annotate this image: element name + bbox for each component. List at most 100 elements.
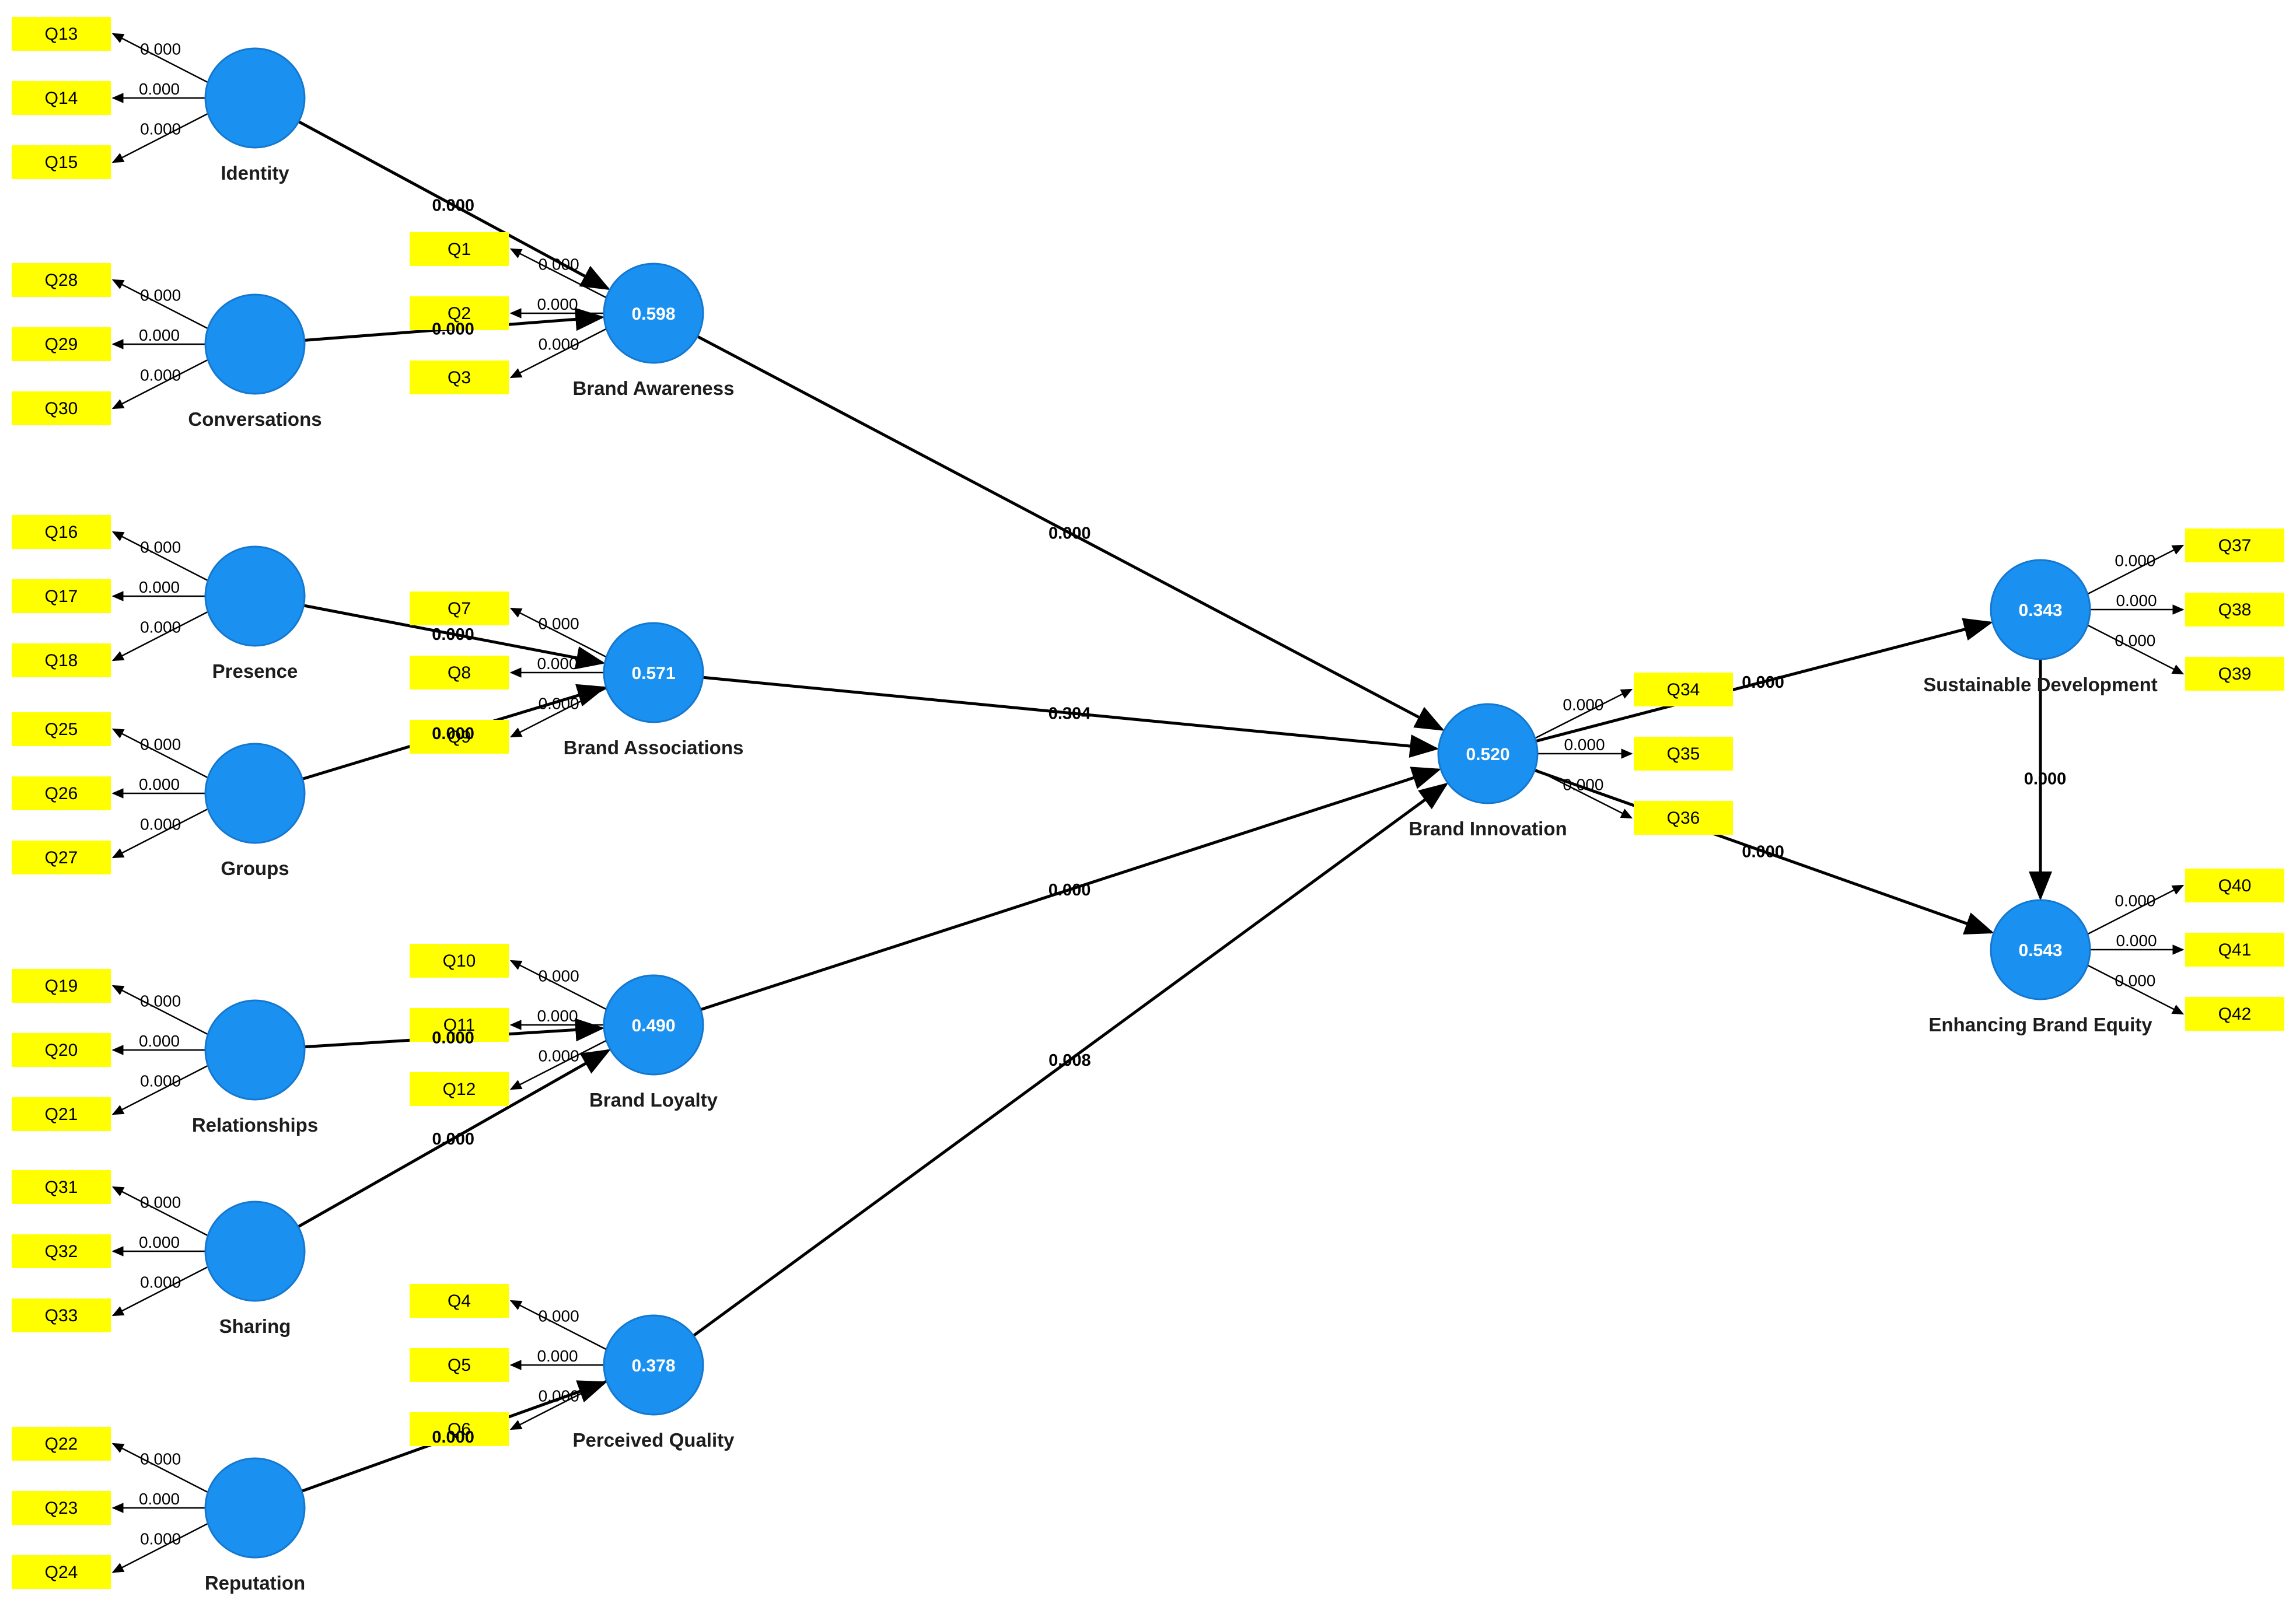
- indicator-box-q41[interactable]: [2185, 933, 2284, 967]
- construct-node-reputation[interactable]: [204, 1457, 306, 1559]
- loading-value-q16: 0.000: [140, 538, 181, 556]
- indicator-box-q40[interactable]: [2185, 869, 2284, 902]
- construct-label-conversations: Conversations: [188, 408, 321, 430]
- loading-value-q9: 0.000: [539, 694, 579, 712]
- indicator-box-q2[interactable]: [410, 296, 509, 330]
- loading-arrow-q4: [509, 1300, 607, 1350]
- construct-node-brand-innovation[interactable]: [1437, 703, 1539, 804]
- indicator-box-q23[interactable]: [12, 1491, 111, 1525]
- indicator-box-q31[interactable]: [12, 1170, 111, 1204]
- indicator-box-q36[interactable]: [1634, 801, 1733, 835]
- indicator-label-q13: Q13: [45, 24, 78, 44]
- loading-arrow-q36: [1535, 768, 1633, 819]
- indicator-label-q22: Q22: [45, 1434, 78, 1454]
- indicator-label-q9: Q9: [448, 727, 471, 747]
- indicator-box-q15[interactable]: [12, 145, 111, 179]
- loading-value-q36: 0.000: [1563, 775, 1603, 793]
- indicator-box-q11[interactable]: [410, 1008, 509, 1042]
- indicator-boxes-layer: Q13Q14Q15Q28Q29Q30Q16Q17Q18Q25Q26Q27Q19Q…: [12, 17, 2284, 1589]
- indicator-box-q24[interactable]: [12, 1555, 111, 1589]
- path-arrow-brand_innovation-to-enhancing_brand_equity[interactable]: [1534, 769, 1994, 935]
- construct-node-sharing[interactable]: [204, 1200, 306, 1302]
- path-arrow-brand_awareness-to-brand_innovation[interactable]: [696, 335, 1445, 731]
- path-arrow-brand_innovation-to-sustainable_development[interactable]: [1535, 618, 1993, 743]
- construct-node-brand-associations[interactable]: [603, 622, 704, 723]
- indicator-box-q1[interactable]: [410, 232, 509, 266]
- indicator-label-q4: Q4: [448, 1292, 471, 1311]
- indicator-box-q9[interactable]: [410, 720, 509, 754]
- indicator-box-q8[interactable]: [410, 656, 509, 690]
- path-arrow-perceived_quality-to-brand_innovation[interactable]: [693, 782, 1449, 1337]
- indicator-box-q29[interactable]: [12, 327, 111, 361]
- construct-label-brand-loyalty: Brand Loyalty: [589, 1089, 718, 1111]
- indicator-box-q32[interactable]: [12, 1234, 111, 1268]
- construct-node-identity[interactable]: [204, 47, 306, 149]
- indicator-box-q4[interactable]: [410, 1284, 509, 1318]
- indicator-box-q10[interactable]: [410, 944, 509, 978]
- indicator-box-q14[interactable]: [12, 81, 111, 115]
- path-arrow-brand_loyalty-to-brand_innovation[interactable]: [700, 766, 1442, 1012]
- construct-node-conversations[interactable]: [204, 293, 306, 395]
- indicator-box-q34[interactable]: [1634, 673, 1733, 706]
- indicator-box-q27[interactable]: [12, 841, 111, 874]
- indicator-box-q17[interactable]: [12, 579, 111, 613]
- loading-arrow-q3: [509, 328, 607, 379]
- indicator-box-q3[interactable]: [410, 360, 509, 394]
- indicator-box-q22[interactable]: [12, 1427, 111, 1461]
- loading-arrow-q25: [111, 728, 208, 779]
- loading-arrow-q21: [111, 1065, 208, 1115]
- loading-value-q30: 0.000: [140, 366, 181, 384]
- loading-arrow-q42: [2087, 964, 2185, 1015]
- indicator-label-q18: Q18: [45, 651, 78, 670]
- path-value-conversations-to-brand_awareness: 0.000: [432, 320, 474, 339]
- indicator-label-q23: Q23: [45, 1499, 78, 1518]
- indicator-box-q7[interactable]: [410, 592, 509, 625]
- indicator-box-q39[interactable]: [2185, 657, 2284, 691]
- path-value-identity-to-brand_awareness: 0.000: [432, 197, 474, 215]
- construct-node-perceived-quality[interactable]: [603, 1314, 704, 1416]
- construct-node-brand-awareness[interactable]: [603, 262, 704, 364]
- path-value-perceived_quality-to-brand_innovation: 0.008: [1049, 1051, 1091, 1070]
- indicator-box-q16[interactable]: [12, 515, 111, 549]
- indicator-box-q30[interactable]: [12, 391, 111, 425]
- indicator-label-q7: Q7: [448, 599, 471, 618]
- indicator-label-q1: Q1: [448, 240, 471, 259]
- loading-arrow-q18: [111, 611, 208, 662]
- indicator-box-q33[interactable]: [12, 1298, 111, 1332]
- indicator-box-q5[interactable]: [410, 1348, 509, 1382]
- construct-node-enhancing-brand-equity[interactable]: [1990, 899, 2091, 1000]
- construct-node-relationships[interactable]: [204, 999, 306, 1101]
- indicator-label-q29: Q29: [45, 335, 78, 354]
- path-arrow-brand_associations-to-brand_innovation[interactable]: [703, 676, 1439, 758]
- indicator-box-q37[interactable]: [2185, 528, 2284, 562]
- indicator-box-q19[interactable]: [12, 969, 111, 1003]
- indicator-box-q28[interactable]: [12, 263, 111, 297]
- indicator-box-q12[interactable]: [410, 1072, 509, 1106]
- indicator-label-q39: Q39: [2218, 664, 2252, 684]
- indicator-box-q18[interactable]: [12, 643, 111, 677]
- construct-node-groups[interactable]: [204, 743, 306, 844]
- indicator-box-q26[interactable]: [12, 776, 111, 810]
- indicator-box-q35[interactable]: [1634, 737, 1733, 771]
- loading-arrow-q28: [111, 279, 208, 330]
- indicator-box-q38[interactable]: [2185, 593, 2284, 626]
- indicator-box-q21[interactable]: [12, 1097, 111, 1131]
- path-value-brand_innovation-to-enhancing_brand_equity: 0.000: [1742, 842, 1784, 861]
- path-arrow-presence-to-brand_associations[interactable]: [303, 604, 606, 670]
- path-arrow-sharing-to-brand_loyalty[interactable]: [297, 1049, 611, 1228]
- construct-node-presence[interactable]: [204, 545, 306, 647]
- indicator-box-q20[interactable]: [12, 1033, 111, 1067]
- construct-node-sustainable-development[interactable]: [1990, 559, 2091, 660]
- path-arrow-identity-to-brand_awareness[interactable]: [298, 120, 611, 290]
- loading-value-q5: 0.000: [537, 1347, 578, 1365]
- indicator-box-q13[interactable]: [12, 17, 111, 51]
- construct-label-sustainable-development: Sustainable Development: [1923, 674, 2158, 695]
- indicator-box-q42[interactable]: [2185, 997, 2284, 1031]
- construct-label-perceived-quality: Perceived Quality: [573, 1429, 735, 1451]
- indicator-box-q6[interactable]: [410, 1412, 509, 1446]
- construct-node-brand-loyalty[interactable]: [603, 974, 704, 1076]
- loading-arrow-q24: [111, 1522, 208, 1573]
- loading-value-q42: 0.000: [2115, 971, 2155, 989]
- indicator-box-q25[interactable]: [12, 712, 111, 746]
